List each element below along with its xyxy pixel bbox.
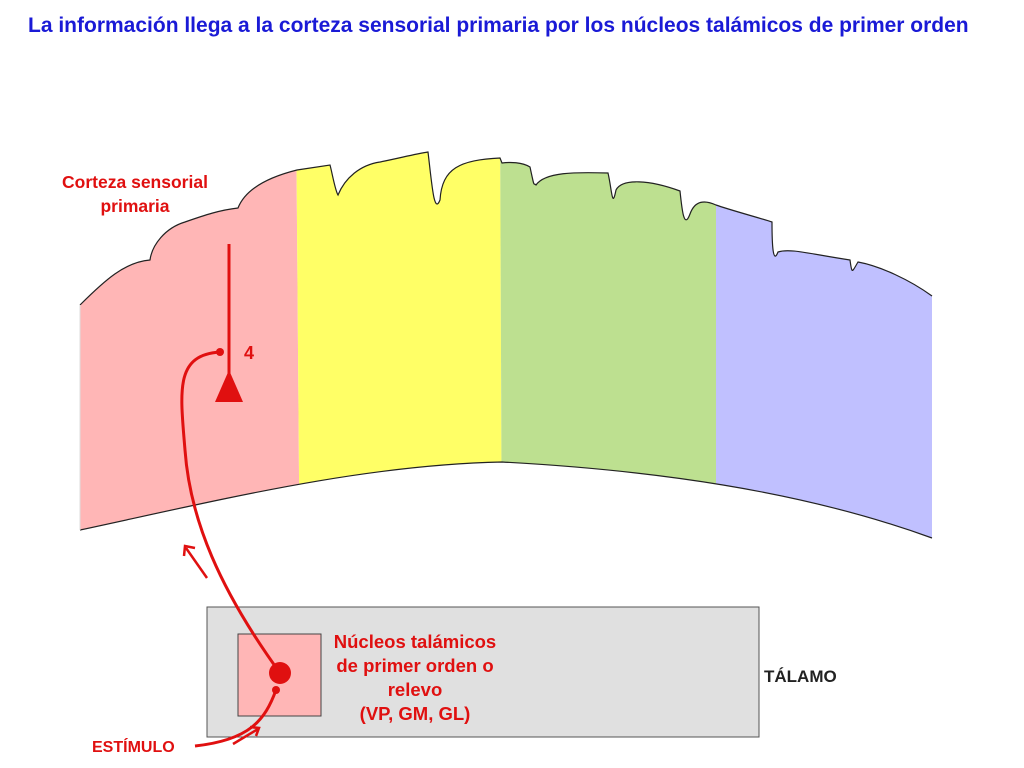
- cortical-area-yellow: [296, 152, 502, 538]
- relay-nucleus-label-line1: Núcleos talámicos: [333, 631, 497, 652]
- relay-nucleus-label-line2: de primer orden o: [336, 655, 494, 676]
- thalamus-label: TÁLAMO: [764, 667, 837, 686]
- thalamocortical-axon: [180, 350, 282, 674]
- cortex-label-line2: primaria: [100, 196, 170, 216]
- cortical-area-blue: [716, 152, 932, 538]
- axon-terminal: [216, 348, 224, 356]
- cortex-label: Corteza sensorial primaria: [45, 170, 225, 218]
- slide-title: La información llega a la corteza sensor…: [28, 14, 969, 37]
- afferent-terminal: [272, 686, 280, 694]
- relay-nucleus-label-line4: (VP, GM, GL): [359, 703, 471, 724]
- primary-sensory-area: [80, 152, 300, 538]
- cortex-label-line1: Corteza sensorial: [62, 172, 208, 192]
- cortex-inner-outline: [79, 461, 933, 539]
- relay-nucleus-label-line3: relevo: [387, 679, 443, 700]
- pyramidal-neuron-soma: [215, 370, 243, 402]
- cortex-surface-outline: [79, 151, 933, 306]
- relay-nucleus-label: Núcleos talámicos de primer orden o rele…: [322, 630, 508, 726]
- relay-neuron-soma: [269, 662, 291, 684]
- ascending-arrow-icon: [182, 544, 209, 579]
- stimulus-arrow-icon: [232, 725, 261, 746]
- layer-4-label: 4: [244, 343, 255, 363]
- stimulus-label: ESTÍMULO: [92, 739, 175, 756]
